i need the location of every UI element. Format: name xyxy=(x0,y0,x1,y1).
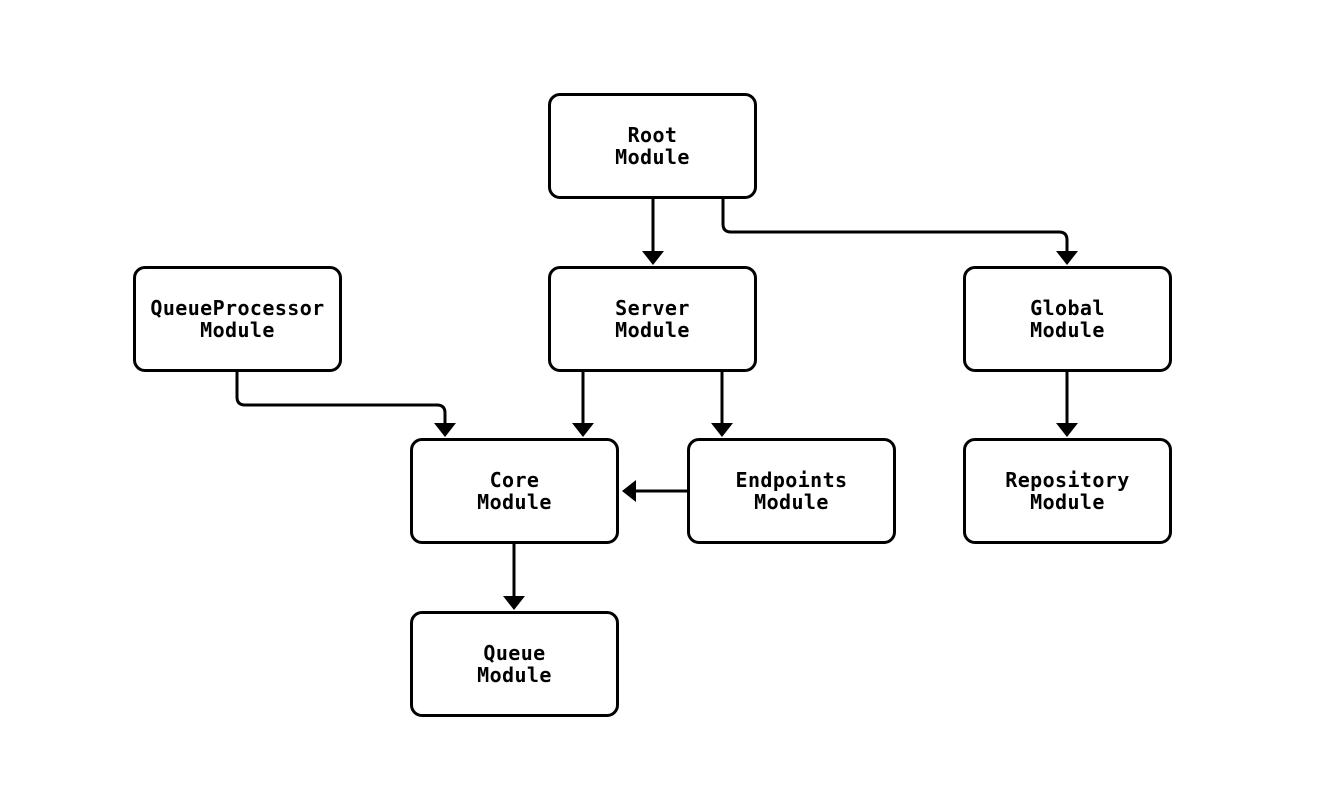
edge-root-to-global xyxy=(721,199,1078,265)
node-queueprocessor-module-label: QueueProcessor Module xyxy=(150,296,325,342)
node-repository-module-label: Repository Module xyxy=(1005,468,1130,514)
node-global-module: Global Module xyxy=(963,266,1172,372)
node-queue-module: Queue Module xyxy=(410,611,619,717)
node-core-module: Core Module xyxy=(410,438,619,544)
node-endpoints-module-label: Endpoints Module xyxy=(735,468,848,514)
node-root-module: Root Module xyxy=(548,93,757,199)
node-global-module-label: Global Module xyxy=(1030,296,1105,342)
node-queue-module-label: Queue Module xyxy=(477,641,552,687)
node-root-module-label: Root Module xyxy=(615,123,690,169)
node-repository-module: Repository Module xyxy=(963,438,1172,544)
node-server-module: Server Module xyxy=(548,266,757,372)
node-queueprocessor-module: QueueProcessor Module xyxy=(133,266,342,372)
node-server-module-label: Server Module xyxy=(615,296,690,342)
node-core-module-label: Core Module xyxy=(477,468,552,514)
edge-queueprocessor-to-core xyxy=(235,372,456,437)
node-endpoints-module: Endpoints Module xyxy=(687,438,896,544)
